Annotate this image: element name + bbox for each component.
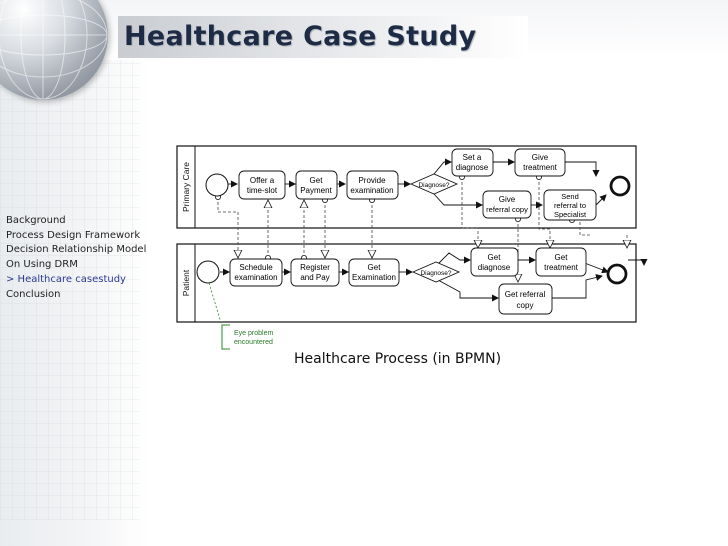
svg-text:referral copy: referral copy bbox=[486, 205, 528, 214]
task-get-treatment: Get treatment bbox=[535, 247, 587, 277]
svg-text:and Pay: and Pay bbox=[300, 273, 329, 282]
svg-text:Diagnose?: Diagnose? bbox=[420, 270, 451, 277]
svg-text:Specialist: Specialist bbox=[554, 210, 587, 219]
end-event-patient bbox=[606, 263, 628, 285]
lane-label-primary-care: Primary Care bbox=[181, 162, 191, 212]
svg-text:diagnose: diagnose bbox=[456, 163, 489, 172]
svg-text:Get: Get bbox=[555, 253, 569, 262]
svg-text:Payment: Payment bbox=[300, 186, 332, 195]
svg-text:Examination: Examination bbox=[352, 273, 396, 282]
svg-text:Provide: Provide bbox=[358, 176, 386, 185]
task-schedule-examination: Schedule examination bbox=[229, 258, 283, 287]
nav-item-background[interactable]: Background bbox=[6, 215, 66, 226]
svg-text:Offer a: Offer a bbox=[250, 176, 275, 185]
gateway-diagnose-patient: Diagnose? bbox=[411, 261, 461, 283]
task-get-examination: Get Examination bbox=[348, 258, 400, 287]
task-get-payment: Get Payment bbox=[295, 170, 338, 200]
task-provide-examination: Provide examination bbox=[346, 170, 399, 200]
svg-text:referral to: referral to bbox=[554, 201, 586, 210]
end-event-primary-care bbox=[609, 175, 631, 197]
diagram-caption: Healthcare Process (in BPMN) bbox=[294, 351, 502, 367]
svg-text:Give: Give bbox=[532, 153, 549, 162]
globe-gridlines bbox=[0, 0, 108, 100]
bpmn-diagram: Primary Care Patient bbox=[176, 145, 648, 350]
svg-text:Set a: Set a bbox=[463, 153, 482, 162]
svg-text:copy: copy bbox=[517, 301, 534, 310]
task-send-referral-to-specialist: Send referral to Specialist bbox=[543, 189, 597, 221]
left-background-pattern bbox=[0, 60, 140, 520]
nav-item-decision-relationship-model[interactable]: Decision Relationship Model bbox=[6, 244, 147, 256]
text-annotation-eye-problem: Eye problem encountered bbox=[208, 282, 273, 350]
svg-text:treatment: treatment bbox=[544, 263, 579, 272]
task-give-referral-copy: Give referral copy bbox=[482, 190, 532, 219]
svg-text:Get referral: Get referral bbox=[505, 290, 546, 299]
start-event-primary-care bbox=[205, 173, 229, 197]
svg-text:Schedule: Schedule bbox=[239, 263, 273, 272]
task-offer-time-slot: Offer a time-slot bbox=[238, 170, 286, 200]
nav-item-conclusion[interactable]: Conclusion bbox=[6, 288, 61, 300]
slide-title: Healthcare Case Study bbox=[124, 21, 477, 52]
svg-text:examination: examination bbox=[350, 186, 393, 195]
nav-item-healthcare-casestudy[interactable]: > Healthcare casestudy bbox=[6, 273, 126, 285]
svg-text:Send: Send bbox=[561, 192, 579, 201]
title-bar bbox=[118, 16, 528, 58]
svg-text:encountered: encountered bbox=[234, 339, 273, 346]
nav-item-on-using-drm[interactable]: On Using DRM bbox=[6, 259, 78, 271]
svg-text:Get: Get bbox=[488, 253, 502, 262]
task-get-referral-copy: Get referral copy bbox=[498, 283, 553, 315]
start-event-patient bbox=[196, 260, 220, 284]
svg-text:treatment: treatment bbox=[523, 163, 558, 172]
gateway-diagnose-primary-care: Diagnose? bbox=[409, 173, 459, 195]
lane-label-patient: Patient bbox=[181, 269, 191, 296]
svg-text:Register: Register bbox=[300, 263, 330, 272]
svg-text:Get: Get bbox=[310, 176, 324, 185]
task-set-diagnose: Set a diagnose bbox=[451, 148, 494, 177]
svg-text:Get: Get bbox=[368, 263, 382, 272]
svg-text:examination: examination bbox=[234, 273, 277, 282]
task-give-treatment: Give treatment bbox=[514, 148, 566, 177]
svg-text:time-slot: time-slot bbox=[247, 186, 278, 195]
task-register-and-pay: Register and Pay bbox=[290, 258, 340, 287]
svg-text:diagnose: diagnose bbox=[478, 263, 511, 272]
svg-text:Eye problem: Eye problem bbox=[234, 330, 273, 337]
svg-text:Give: Give bbox=[499, 195, 516, 204]
section-navigation: Background Process Design Framework Deci… bbox=[6, 214, 146, 302]
nav-item-process-design-framework[interactable]: Process Design Framework bbox=[6, 229, 141, 241]
task-get-diagnose: Get diagnose bbox=[470, 247, 519, 277]
svg-text:Diagnose?: Diagnose? bbox=[418, 182, 449, 189]
